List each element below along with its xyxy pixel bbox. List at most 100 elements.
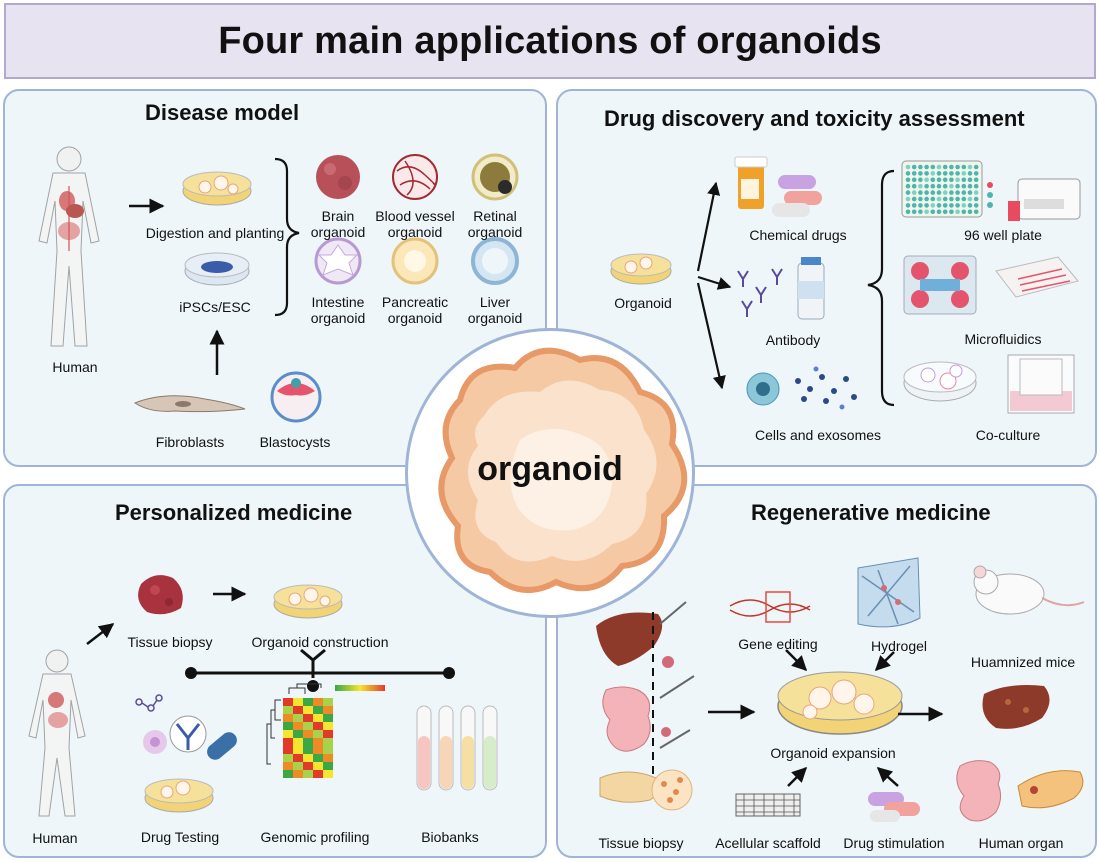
drug-molecules-icon — [135, 694, 163, 712]
digestion-label: Digestion and planting — [145, 225, 285, 241]
brain-organoid-icon — [316, 155, 360, 199]
tube-liquid — [418, 736, 430, 789]
96-well-plate-label: 96 well plate — [964, 227, 1042, 243]
heatmap-cell — [293, 714, 303, 722]
well-icon — [973, 196, 979, 202]
drug-discovery-graphics — [610, 156, 1081, 414]
tube-liquid — [462, 736, 474, 789]
organoid-dish-icon — [610, 253, 672, 285]
heatmap-cell — [283, 762, 293, 770]
well-icon — [930, 190, 936, 195]
biobanks-label: Biobanks — [421, 829, 479, 845]
heatmap-cell — [313, 762, 323, 770]
heatmap-cell — [283, 770, 293, 778]
title-banner: Four main applications of organoids — [4, 3, 1096, 79]
well-icon — [918, 183, 923, 189]
well-icon — [955, 190, 960, 195]
heatmap-cell — [303, 722, 313, 730]
well-icon — [967, 171, 973, 176]
heatmap-cell — [303, 746, 313, 754]
organoid-expansion-label: Organoid expansion — [770, 745, 896, 761]
organoid-dish-icon — [273, 584, 343, 619]
human-label: Human — [32, 830, 78, 846]
heatmap-cell — [313, 738, 323, 746]
96-well-plate-icon — [901, 160, 983, 218]
antibody-icon — [737, 268, 783, 317]
heatmap-cell — [283, 730, 293, 738]
heatmap-cell — [283, 706, 293, 714]
well-icon — [911, 190, 917, 195]
heatmap-cell — [323, 738, 333, 746]
heatmap-icon — [283, 685, 385, 778]
genomic-profiling-label: Genomic profiling — [260, 829, 370, 845]
cell-icon — [143, 730, 167, 754]
well-icon — [918, 164, 923, 170]
well-icon — [905, 209, 911, 215]
well-icon — [911, 171, 917, 176]
well-icon — [942, 183, 948, 189]
co-culture-dish-icon — [903, 361, 977, 402]
heatmap-cell — [323, 746, 333, 754]
disease-model-title: Disease model — [145, 100, 300, 125]
well-icon — [949, 196, 954, 202]
heatmap-cell — [323, 730, 333, 738]
tube-liquid — [440, 736, 452, 789]
heatmap-cell — [283, 738, 293, 746]
well-icon — [949, 177, 954, 183]
microfluidic-device-icon — [995, 256, 1079, 298]
biopsy-needle-icon — [659, 601, 695, 749]
well-icon — [918, 203, 923, 208]
blastocysts-label: Blastocysts — [259, 434, 331, 450]
well-icon — [924, 177, 929, 183]
heatmap-cell — [293, 770, 303, 778]
heatmap-cell — [293, 746, 303, 754]
drug-stimulation-label: Drug stimulation — [843, 835, 945, 851]
personalized-medicine-title: Personalized medicine — [115, 500, 353, 525]
organoid-expansion-dish-icon — [777, 671, 903, 735]
heatmap-cell — [303, 754, 313, 762]
blastocyst-icon — [270, 371, 322, 423]
heatmap-cell — [303, 770, 313, 778]
pancreas-tissue-icon — [651, 769, 693, 811]
liver-organoid-icon — [471, 237, 519, 285]
well-icon — [911, 183, 917, 189]
well-icon — [949, 171, 954, 176]
tissue-biopsy-label: Tissue biopsy — [127, 634, 213, 650]
well-icon — [936, 209, 942, 215]
well-icon — [967, 164, 973, 170]
well-icon — [961, 183, 967, 189]
heatmap-cell — [323, 698, 333, 706]
human-intestine-icon — [956, 760, 1002, 822]
heatmap-cell — [293, 754, 303, 762]
well-icon — [911, 177, 917, 183]
heatmap-cell — [313, 754, 323, 762]
well-icon — [955, 209, 960, 215]
well-icon — [961, 196, 967, 202]
cells-exosomes-label: Cells and exosomes — [754, 427, 882, 443]
well-icon — [973, 164, 979, 170]
well-icon — [942, 177, 948, 183]
well-icon — [942, 203, 948, 208]
intestine-icon — [602, 686, 651, 752]
heatmap-cell — [313, 706, 323, 714]
well-icon — [973, 177, 979, 183]
heatmap-cell — [293, 730, 303, 738]
retinal-organoid-icon — [471, 153, 519, 201]
well-icon — [973, 190, 979, 195]
well-icon — [918, 209, 923, 215]
well-icon — [967, 209, 973, 215]
well-icon — [905, 183, 911, 189]
microfluidics-label: Microfluidics — [964, 331, 1042, 347]
well-icon — [918, 177, 923, 183]
well-icon — [949, 203, 954, 208]
well-icon — [961, 209, 967, 215]
cell-icon — [746, 372, 780, 406]
well-icon — [961, 177, 967, 183]
transwell-icon — [1007, 354, 1075, 414]
personalized-medicine-graphics — [28, 575, 498, 817]
plate-reader-icon — [987, 178, 1081, 221]
well-icon — [936, 171, 942, 176]
intestine-organoid-icon — [314, 237, 362, 285]
